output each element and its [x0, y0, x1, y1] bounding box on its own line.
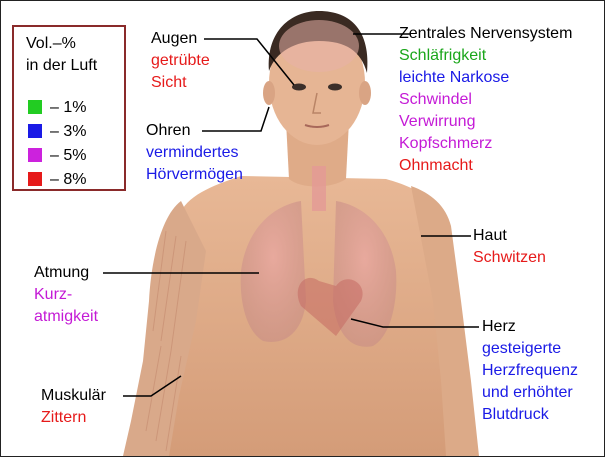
- legend-label: – 8%: [50, 171, 86, 189]
- augen-effect: getrübte Sicht: [151, 50, 210, 94]
- brain-overlay: [279, 20, 359, 72]
- ohren-title: Ohren: [146, 120, 243, 142]
- zns-effect-schlaefrigkeit: Schläfrigkeit: [399, 45, 572, 67]
- legend-swatch-red: [28, 172, 42, 186]
- ohren-effect: vermindertes Hörvermögen: [146, 142, 243, 186]
- atmung-callout: Atmung Kurz- atmigkeit: [34, 262, 98, 328]
- herz-callout: Herz gesteigerte Herzfrequenz und erhöht…: [482, 316, 578, 426]
- concentration-legend: Vol.–% in der Luft – 1% – 3% – 5% – 8%: [12, 25, 126, 191]
- atmung-effect: Kurz- atmigkeit: [34, 284, 98, 328]
- zns-effect-kopfschmerz: Kopfschmerz: [399, 133, 572, 155]
- right-eye: [328, 84, 342, 91]
- zns-effect-ohnmacht: Ohnmacht: [399, 155, 572, 177]
- augen-callout: Augen getrübte Sicht: [151, 28, 210, 94]
- legend-swatch-blue: [28, 124, 42, 138]
- legend-label: – 1%: [50, 99, 86, 117]
- haut-title: Haut: [473, 225, 546, 247]
- zns-effect-schwindel: Schwindel: [399, 89, 572, 111]
- legend-title: Vol.–% in der Luft: [26, 33, 97, 77]
- ohren-callout: Ohren vermindertes Hörvermögen: [146, 120, 243, 186]
- augen-title: Augen: [151, 28, 210, 50]
- haut-callout: Haut Schwitzen: [473, 225, 546, 269]
- muskular-title: Muskulär: [41, 385, 106, 407]
- legend-label: – 5%: [50, 147, 86, 165]
- muskular-effect: Zittern: [41, 407, 106, 429]
- legend-swatch-green: [28, 100, 42, 114]
- zns-callout: Zentrales Nervensystem Schläfrigkeit lei…: [399, 23, 572, 177]
- left-ear: [263, 81, 275, 105]
- trachea: [312, 166, 326, 211]
- right-ear: [359, 81, 371, 105]
- legend-swatch-magenta: [28, 148, 42, 162]
- haut-effect: Schwitzen: [473, 247, 546, 269]
- herz-title: Herz: [482, 316, 578, 338]
- legend-label: – 3%: [50, 123, 86, 141]
- atmung-title: Atmung: [34, 262, 98, 284]
- zns-effect-narkose: leichte Narkose: [399, 67, 572, 89]
- muskular-callout: Muskulär Zittern: [41, 385, 106, 429]
- zns-title: Zentrales Nervensystem: [399, 23, 572, 45]
- herz-effect: gesteigerte Herzfrequenz und erhöhter Bl…: [482, 338, 578, 426]
- zns-effect-verwirrung: Verwirrung: [399, 111, 572, 133]
